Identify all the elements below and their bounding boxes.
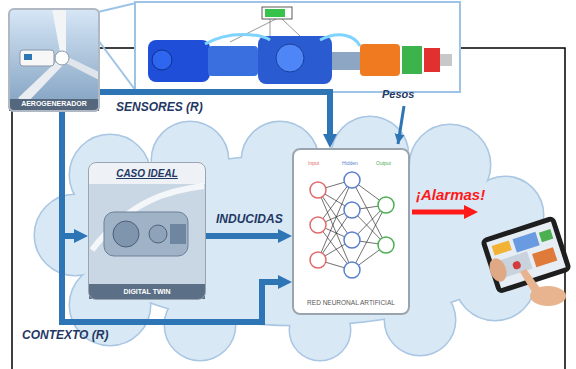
edge-label: SENSORES (R) <box>116 100 203 114</box>
node-title: AEROGENERADOR <box>21 99 87 108</box>
digital-twin-image <box>88 162 206 300</box>
zoom-line <box>98 40 136 91</box>
wind-turbine-photo <box>8 8 100 112</box>
tablet-icon <box>480 215 572 306</box>
weights-arrow <box>398 106 404 144</box>
flow-arrow <box>206 233 280 239</box>
turbine-box: AEROGENERADOR <box>8 8 100 112</box>
layer-label: Hidden <box>342 160 358 166</box>
alarm-label: ¡Alarmas! <box>416 186 485 203</box>
weights-label: Pesos <box>382 88 414 100</box>
node-title: CASO IDEAL <box>116 168 178 180</box>
node-title: RED NEURONAL ARTIFICIAL <box>307 299 395 307</box>
layer-label: Output <box>376 160 391 166</box>
neural-network-image <box>292 148 410 315</box>
alarm-arrow <box>412 210 466 215</box>
layer-label: Input <box>308 160 319 166</box>
edge-label: INDUCIDAS <box>216 212 283 226</box>
edge-label: CONTEXTO (R) <box>22 328 108 342</box>
neural-network-box: RED NEURONAL ARTIFICIAL <box>292 148 410 315</box>
zoom-line <box>98 3 136 12</box>
flow-arrow <box>100 92 330 136</box>
digital-twin-box: CASO IDEAL DIGITAL TWIN <box>88 162 206 300</box>
node-subtitle: DIGITAL TWIN <box>123 287 170 296</box>
drivetrain-inset <box>135 2 460 92</box>
